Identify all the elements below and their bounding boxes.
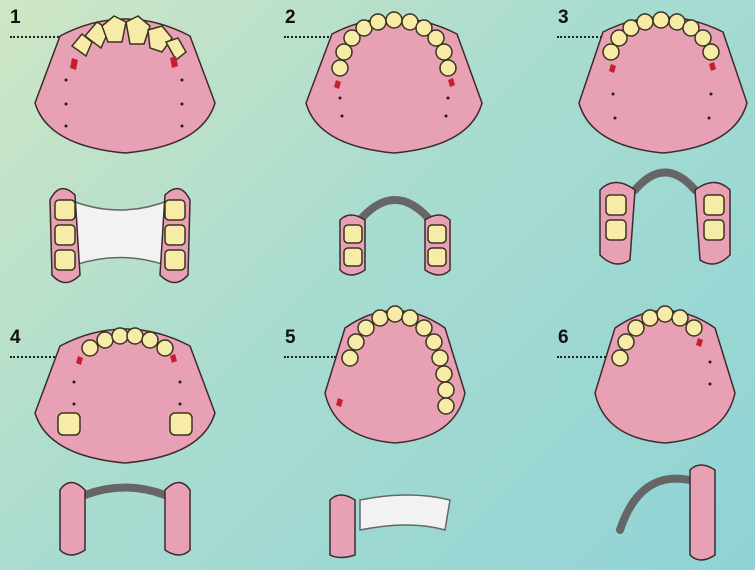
- label-6: 6: [558, 328, 569, 347]
- label-3: 3: [558, 8, 569, 27]
- jaw-5: [320, 298, 470, 448]
- connector-bar: [85, 488, 165, 496]
- connector-bar: [635, 173, 695, 191]
- gum-arch: [35, 19, 215, 153]
- label-4: 4: [10, 328, 21, 347]
- denture-6: [590, 460, 740, 565]
- gum-base: [60, 483, 85, 556]
- denture-5: [320, 480, 470, 560]
- connector-bar: [620, 479, 690, 530]
- connector-bar: [360, 200, 430, 220]
- gum-base: [330, 495, 355, 558]
- gum-arch: [579, 17, 747, 153]
- gum-arch: [595, 311, 735, 444]
- jaw-4: [30, 318, 220, 468]
- denture-1: [40, 180, 200, 290]
- label-1: 1: [10, 8, 21, 27]
- jaw-1: [30, 8, 220, 158]
- denture-2: [320, 180, 470, 290]
- gum-arch: [306, 18, 482, 153]
- denture-3: [590, 160, 740, 275]
- label-5: 5: [285, 328, 296, 347]
- label-2: 2: [285, 8, 296, 27]
- jaw-2: [302, 8, 487, 158]
- jaw-6: [590, 298, 740, 448]
- jaw-3: [575, 8, 750, 158]
- denture-4: [50, 470, 200, 560]
- connector-plate: [70, 200, 170, 265]
- connector-plate: [360, 495, 450, 530]
- gum-base: [690, 465, 715, 560]
- gum-base: [165, 483, 190, 556]
- gum-arch: [35, 329, 215, 463]
